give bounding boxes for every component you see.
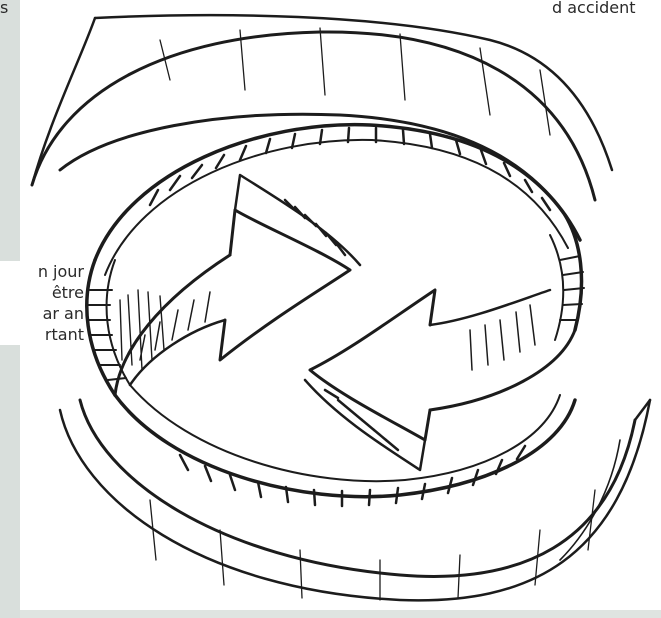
text-fragment-top-left: s [0,0,8,16]
paragraph-fragment: n jour être ar an rtant [0,261,84,345]
paragraph-line: rtant [0,324,84,345]
text-fragment-top-right: d accident [552,0,636,16]
circular-arrows-sketch-icon [20,0,661,610]
paragraph-line: ar an [0,303,84,324]
paragraph-line: n jour [0,261,84,282]
paragraph-line: être [0,282,84,303]
sketch-svg [20,0,661,610]
